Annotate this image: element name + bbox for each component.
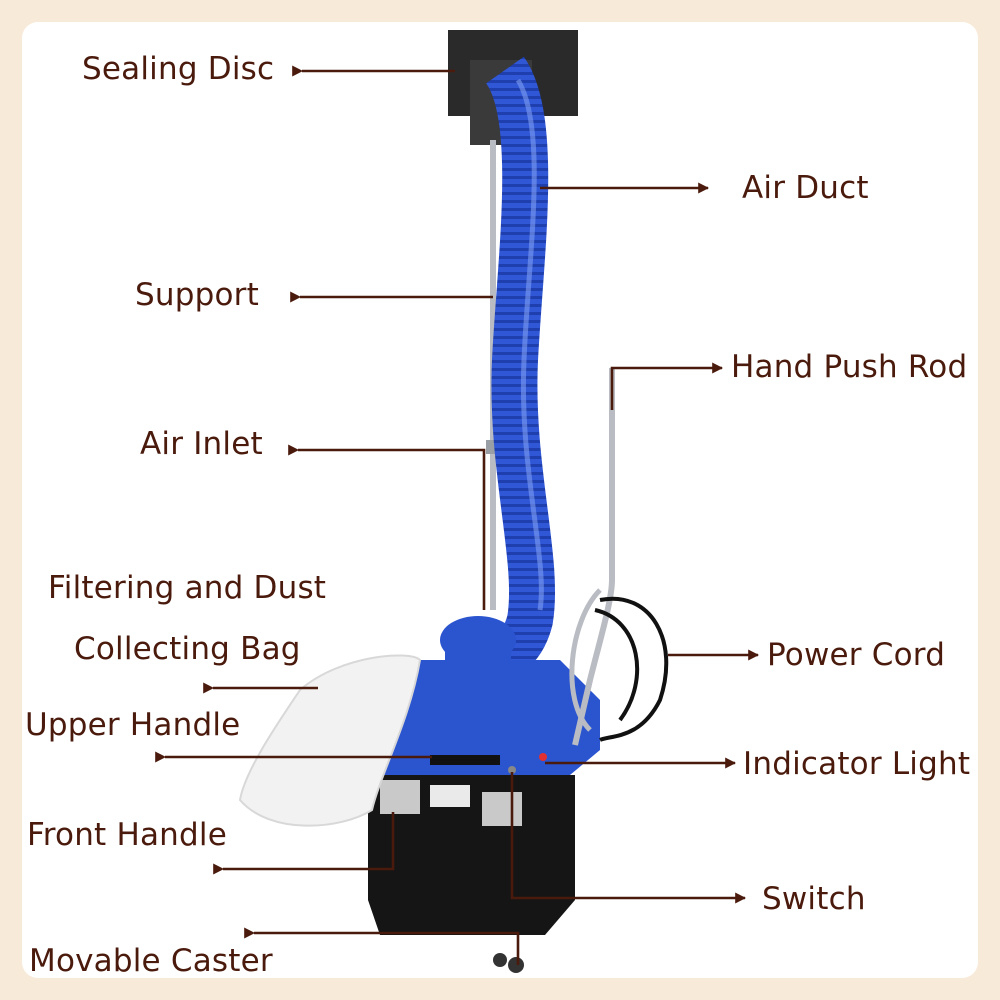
- switch-dot: [508, 766, 516, 774]
- label-air-inlet: Air Inlet: [140, 426, 263, 462]
- label-movable-caster: Movable Caster: [29, 943, 273, 979]
- label-power-cord: Power Cord: [767, 637, 946, 673]
- label-hand-push-rod: Hand Push Rod: [731, 349, 968, 385]
- black-cabinet: [368, 766, 575, 973]
- label-filtering-line2: Collecting Bag: [74, 631, 301, 667]
- front-handle-left: [380, 780, 420, 814]
- power-cord: [594, 596, 669, 742]
- label-filtering-line1: Filtering and Dust: [48, 570, 327, 606]
- label-indicator-light: Indicator Light: [743, 746, 971, 782]
- upper-handle-shape: [430, 755, 500, 765]
- leader-air-inlet: [288, 444, 486, 610]
- leader-movable-caster: [244, 927, 520, 965]
- label-air-duct: Air Duct: [742, 170, 869, 206]
- caster-wheel: [508, 957, 524, 973]
- leader-front-handle: [213, 812, 395, 875]
- front-handle-right: [482, 792, 522, 826]
- label-switch: Switch: [762, 881, 866, 917]
- hand-push-rod: [569, 368, 615, 746]
- leader-hand-push-rod: [610, 362, 724, 410]
- blue-housing: [365, 660, 600, 775]
- leader-switch: [510, 772, 747, 904]
- leader-lines: [155, 65, 760, 965]
- dust-bag: [238, 654, 422, 827]
- indicator-light-dot: [539, 753, 547, 761]
- label-sealing-disc: Sealing Disc: [82, 51, 275, 87]
- label-support: Support: [135, 277, 259, 313]
- label-front-handle: Front Handle: [27, 817, 227, 853]
- air-duct-hose: [464, 56, 555, 685]
- label-upper-handle: Upper Handle: [25, 707, 241, 743]
